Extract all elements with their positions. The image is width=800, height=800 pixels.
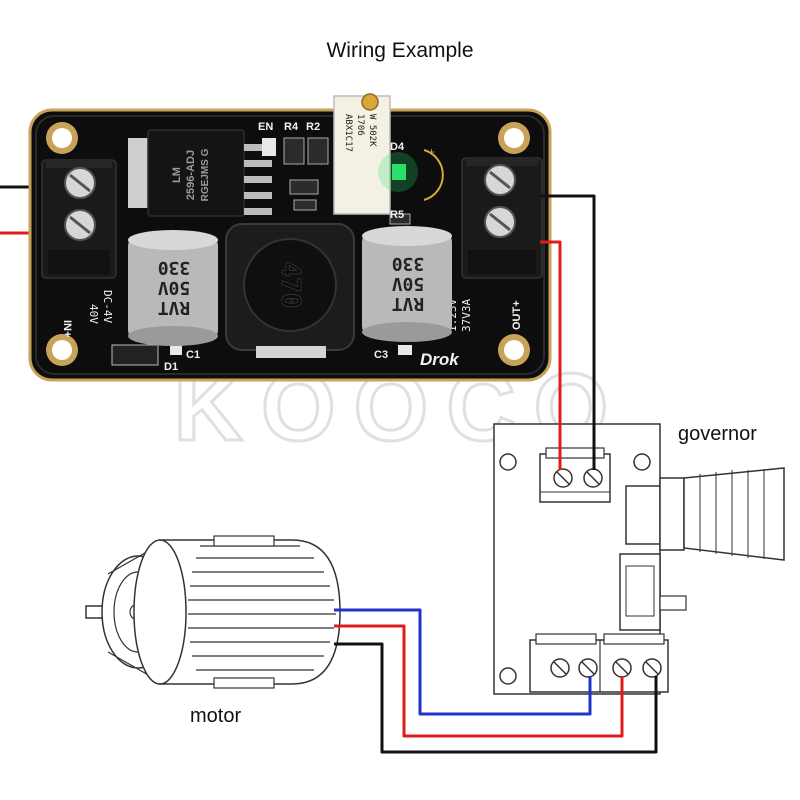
cap-right-voltage: 50V [392,273,425,294]
silk-d1: D1 [164,361,178,373]
regulator-ic: LM 2596-ADJ RGEJMS G [128,129,272,217]
input-terminal-block [41,159,117,279]
silk-in-range: DC-4V [101,290,114,323]
ic-marking-line3: RGEJMS G [200,148,211,201]
silk-d4: D4 [390,141,405,153]
ic-marking-line2: 2596-ADJ [185,150,197,200]
brand-logo: Drok [420,350,460,369]
ic-marking-line1: LM [171,167,183,183]
silk-r4: R4 [284,121,299,133]
cap-right-value: 330 [392,253,425,274]
capacitor-right: 330 50V RVT [362,226,452,342]
governor-component [619,553,687,631]
motor [85,535,341,689]
trim-potentiometer: W 502K 1706 ABX1C17 [333,93,391,215]
diagram-title: Wiring Example [326,39,473,62]
silk-in-plus: IN+ [61,320,73,337]
adjust-screw-icon [361,93,379,111]
pot-marking-line3: ABX1C17 [343,114,353,152]
wire-black-output [540,194,596,470]
wire-black-motor [334,642,658,754]
wire-red-output [540,240,562,470]
governor-input-terminal [539,447,611,503]
silk-r2: R2 [306,121,320,133]
output-terminal-block [461,157,543,279]
pot-marking-line2: 1706 [355,114,365,136]
cap-left-voltage: 50V [158,277,191,298]
wiring [334,194,658,754]
governor-output-terminal [529,633,669,693]
silk-c1: C1 [186,349,200,361]
governor-label: governor [678,423,757,445]
wire-red-motor [334,624,624,738]
capacitor-left: 330 50V RVT [128,230,218,346]
mounting-holes [46,122,530,366]
led-indicator: + [378,145,444,201]
silk-in-range2: 40V [87,304,100,324]
led-icon [392,164,406,180]
motor-label: motor [190,705,241,727]
inductor: 470 [225,223,355,358]
cap-left-series: RVT [158,297,191,318]
silk-c3: C3 [374,349,388,361]
wire-blue-motor [334,608,592,716]
cap-left-value: 330 [158,257,191,278]
smd-components [111,137,412,366]
cap-right-series: RVT [392,293,425,314]
silk-out-plus: OUT+ [511,300,523,330]
silk-en: EN [258,121,273,133]
svg-text:+: + [428,145,435,159]
knob-icon [683,467,785,561]
inductor-marking: 470 [275,262,305,309]
silk-out-range2: 37V3A [460,299,473,332]
buck-converter-board: LM 2596-ADJ RGEJMS G EN R4 R2 D4 R5 C2 C [28,93,552,382]
silk-r5: R5 [390,209,404,221]
motor-body [159,539,341,685]
pot-marking-line1: W 502K [367,114,377,147]
governor-module [493,423,785,695]
speed-knob [625,467,785,561]
